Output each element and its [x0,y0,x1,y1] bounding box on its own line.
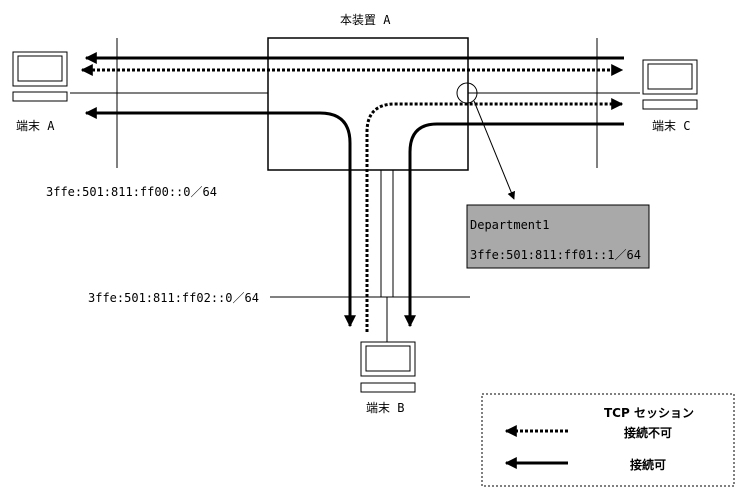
terminal-a-label: 端末 A [16,119,55,133]
terminal-b-label: 端末 B [366,401,404,415]
callout-box [466,204,650,269]
callout-address: 3ffe:501:811:ff01::1／64 [470,248,641,262]
device-label: 本装置 A [340,13,391,27]
callout-circle [456,82,478,104]
legend-solid-label: 接続可 [630,457,666,472]
computer-icon [360,341,416,393]
legend-dashed-label: 接続不可 [624,425,672,440]
computer-icon [12,51,68,102]
solid-arrow-c-to-b [404,122,624,328]
legend-box [481,393,735,487]
computer-icon [642,59,698,110]
callout-pointer [473,100,515,200]
solid-arrow-left-to-b [84,107,356,328]
legend-title: TCP セッション [604,406,694,420]
terminal-c-label: 端末 C [652,119,690,133]
dashed-arrow-b-to-c [365,98,624,332]
network-bottom-label: 3ffe:501:811:ff02::0／64 [88,291,259,305]
network-left-label: 3ffe:501:811:ff00::0／64 [46,185,217,199]
callout-name: Department1 [470,218,549,232]
